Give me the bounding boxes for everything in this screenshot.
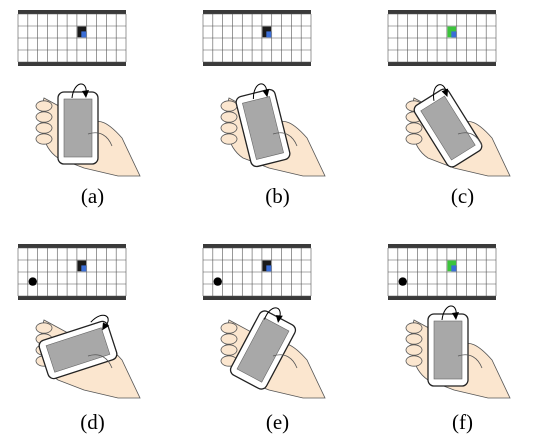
panel-c: (c) — [370, 0, 555, 221]
grid-top-bar — [18, 244, 126, 248]
hand-finger — [35, 100, 53, 112]
hand-finger — [220, 122, 238, 134]
grid-bottom-bar — [18, 62, 126, 66]
panel-e: (e) — [185, 222, 370, 443]
panel-d: (d) — [0, 222, 185, 443]
cursor-blue-mark — [266, 265, 272, 272]
hand-finger — [220, 322, 238, 334]
panel-b: (b) — [185, 0, 370, 221]
grid-screen — [17, 10, 127, 66]
phone-screen — [63, 98, 93, 158]
grid-bottom-bar — [18, 296, 126, 300]
grid-bottom-bar — [203, 296, 311, 300]
panel-c-drawing — [387, 10, 511, 177]
hand-finger — [405, 355, 423, 367]
rotation-arrow-head — [441, 88, 449, 97]
hand-thumb — [457, 132, 483, 147]
target-dot — [213, 277, 222, 286]
phone — [413, 88, 483, 168]
panel-e-drawing — [202, 244, 326, 399]
target-dot — [398, 277, 407, 286]
grid-top-bar — [203, 244, 311, 248]
grid-top-bar — [388, 10, 496, 14]
hand-thumb — [87, 354, 113, 369]
phone — [38, 320, 118, 380]
grid-bottom-bar — [203, 62, 311, 66]
cursor-blue-mark — [266, 31, 272, 38]
panel-d-label: (d) — [80, 410, 105, 434]
phone — [235, 88, 291, 168]
phone — [427, 313, 469, 387]
panel-e-label: (e) — [265, 410, 290, 434]
rotation-arrow-head — [275, 315, 283, 323]
panel-b-drawing — [202, 10, 326, 177]
hand-finger — [405, 344, 423, 356]
grid-top-bar — [18, 10, 126, 14]
grid-screen — [17, 244, 127, 300]
hand-finger — [405, 122, 423, 134]
cursor-blue-mark — [451, 31, 457, 38]
grid-screen — [202, 244, 312, 300]
rotation-arrow-head — [262, 88, 270, 98]
grid-top-bar — [388, 244, 496, 248]
hand-finger — [220, 333, 238, 345]
phone-screen — [236, 317, 290, 383]
grid-top-bar — [203, 10, 311, 14]
grid-bottom-bar — [388, 296, 496, 300]
phone-screen — [433, 320, 463, 380]
hand-finger — [405, 133, 423, 145]
hand-thumb — [272, 354, 298, 369]
grid-screen — [202, 10, 312, 66]
rotation-arrow-head — [452, 312, 459, 320]
phone-screen — [45, 327, 111, 373]
hand-finger — [35, 111, 53, 123]
hand-thumb — [457, 354, 483, 369]
rotation-arrow-head — [82, 90, 89, 98]
hand-finger — [220, 111, 238, 123]
panel-a-label: (a) — [80, 184, 105, 208]
rotation-arrow — [71, 83, 89, 99]
hand-finger — [405, 333, 423, 345]
hand-finger — [220, 100, 238, 112]
cursor-blue-mark — [81, 265, 87, 272]
panel-a: (a) — [0, 0, 185, 221]
rotation-arrow — [252, 83, 270, 99]
panel-f: (f) — [370, 222, 555, 443]
rotation-arrow — [90, 314, 110, 331]
grid-bottom-bar — [388, 62, 496, 66]
cursor-blue-mark — [451, 265, 457, 272]
hand-thumb — [87, 132, 113, 147]
hand-finger — [35, 122, 53, 134]
rotation-arrow — [441, 305, 459, 321]
grid-screen — [387, 244, 497, 300]
panel-a-drawing — [17, 10, 141, 177]
hand-finger — [220, 133, 238, 145]
hand-finger — [35, 322, 53, 334]
phone-screen — [420, 95, 476, 161]
hand-thumb — [272, 132, 298, 147]
cursor-blue-mark — [81, 31, 87, 38]
phone — [57, 91, 99, 165]
grid-screen — [387, 10, 497, 66]
rotation-arrow-head — [102, 322, 110, 331]
target-dot — [28, 277, 37, 286]
phone-screen — [242, 96, 284, 160]
rotation-arrow — [433, 84, 449, 101]
panel-f-drawing — [387, 244, 511, 399]
hand-finger — [405, 322, 423, 334]
hand-finger — [220, 344, 238, 356]
panel-d-drawing — [17, 244, 141, 399]
hand-finger — [35, 133, 53, 145]
panel-f-label: (f) — [452, 410, 473, 434]
panel-c-label: (c) — [450, 184, 475, 208]
panel-b-label: (b) — [265, 184, 290, 208]
rotation-arrow — [263, 307, 283, 323]
